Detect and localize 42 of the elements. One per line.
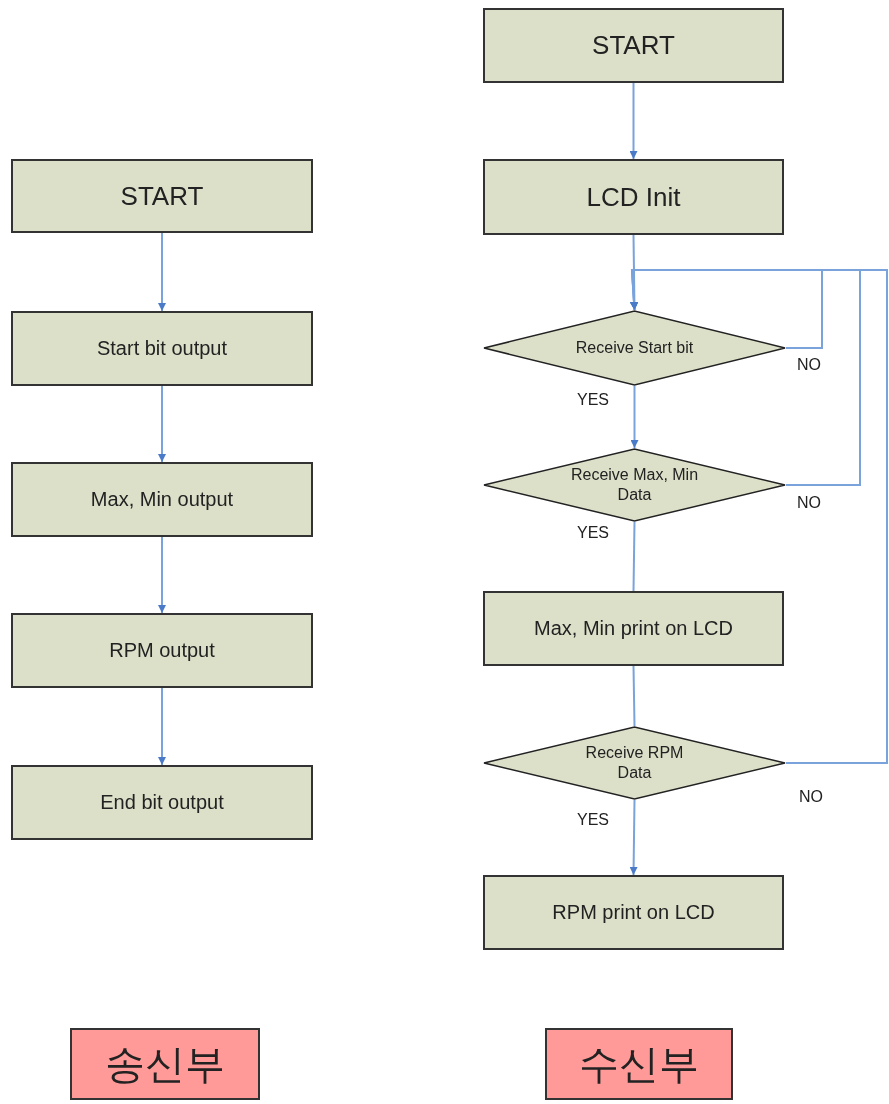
process-text: End bit output bbox=[100, 790, 224, 815]
arrow bbox=[630, 385, 639, 449]
arrow bbox=[629, 799, 638, 876]
process-text: START bbox=[592, 29, 675, 62]
arrow bbox=[629, 82, 638, 160]
decision-text: Receive Start bit bbox=[575, 338, 694, 358]
arrow bbox=[158, 385, 166, 463]
arrow bbox=[158, 687, 166, 766]
process-box bbox=[11, 613, 313, 688]
edge-label: YES bbox=[576, 812, 610, 828]
arrow bbox=[158, 536, 166, 614]
process-box bbox=[483, 159, 784, 235]
process-box bbox=[11, 462, 313, 537]
process-box bbox=[483, 8, 784, 83]
process-text: LCD Init bbox=[586, 180, 681, 214]
arrow bbox=[630, 269, 888, 764]
process-box bbox=[483, 591, 784, 666]
decision-diamond bbox=[483, 448, 786, 522]
edge-label: NO bbox=[796, 495, 822, 511]
process-box bbox=[11, 159, 313, 233]
section-label-box bbox=[70, 1028, 260, 1100]
edge-label: YES bbox=[576, 392, 610, 408]
process-box bbox=[11, 765, 313, 840]
edge-label: NO bbox=[798, 789, 824, 805]
edge-label: YES bbox=[576, 525, 610, 541]
section-label: 송신부 bbox=[105, 1041, 225, 1088]
section-label: 수신부 bbox=[579, 1041, 699, 1088]
decision-diamond bbox=[483, 310, 786, 386]
decision-diamond bbox=[483, 726, 786, 800]
process-box bbox=[11, 311, 313, 386]
process-text: RPM print on LCD bbox=[552, 900, 715, 925]
arrow bbox=[158, 232, 166, 312]
process-text: Max, Min print on LCD bbox=[534, 616, 733, 641]
decision-text: Receive Max, Min Data bbox=[569, 465, 700, 505]
process-text: Start bit output bbox=[96, 336, 228, 361]
process-text: Max, Min output bbox=[90, 487, 234, 512]
decision-text: Receive RPM Data bbox=[584, 743, 685, 783]
edge-label: NO bbox=[796, 357, 822, 373]
section-label-box bbox=[545, 1028, 733, 1100]
process-box bbox=[483, 875, 784, 950]
process-text: RPM output bbox=[109, 638, 215, 663]
process-text: START bbox=[120, 179, 204, 213]
